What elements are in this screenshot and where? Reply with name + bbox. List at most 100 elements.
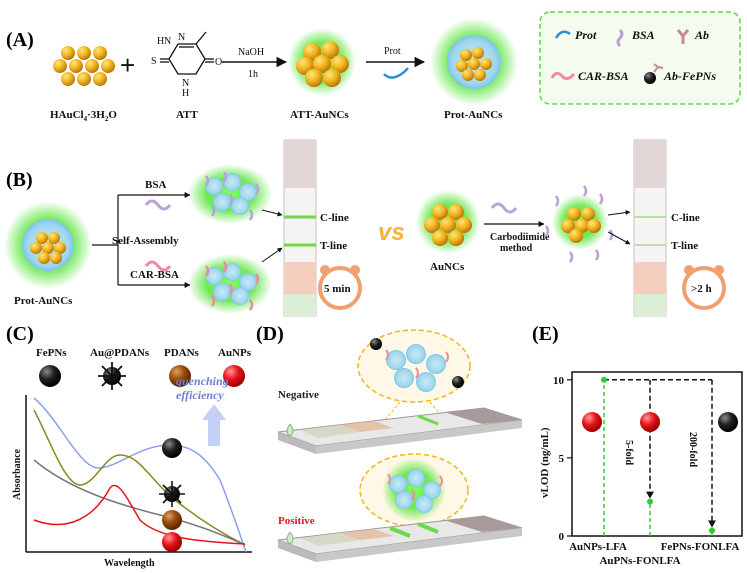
carbodiimide-text-2: method (500, 243, 533, 254)
c-line-label-2: C-line (671, 212, 700, 224)
e-guide-lines (603, 379, 716, 536)
e-ytick-label: 5 (559, 453, 565, 465)
c-line-label-1: C-line (320, 212, 349, 224)
arrow-to-t-line (261, 247, 283, 263)
quenching-text-2: efficiency (176, 388, 224, 402)
panel-a-label: (A) (6, 29, 34, 51)
material-aunps: AuNPs (218, 347, 252, 359)
c-xlabel: Wavelength (104, 558, 155, 569)
e-lod-point-AuNPs-LFA (601, 376, 607, 383)
clock-icon-1 (318, 265, 362, 310)
negative-label: Negative (278, 389, 319, 401)
aunps-marker (162, 532, 182, 552)
arrow-to-c-line (261, 209, 283, 217)
panel-d-label: (D) (256, 323, 284, 345)
e-ytick-label: 0 (559, 531, 565, 543)
arrow-time-label: 1h (248, 69, 258, 80)
car-bsa-icon (144, 260, 172, 272)
material-pdans: PDANs (164, 347, 200, 359)
time-label-2: >2 h (691, 283, 712, 295)
legend-prot: Prot (575, 28, 597, 42)
fepns-sphere (39, 365, 61, 387)
svg-text:H: H (182, 88, 189, 99)
material-au-pdans: Au@PDANs (90, 347, 150, 359)
svg-text:N: N (178, 32, 185, 43)
e-point-AuNPs-LFA (582, 411, 602, 432)
svg-text:S: S (151, 56, 157, 67)
e-plot-frame (571, 371, 743, 537)
panel-b: (B) Prot-AuNCs BSA Self-Assembly CAR-BSA (4, 139, 726, 317)
legend-ab: Ab (694, 28, 709, 42)
e-ytick-label: 10 (553, 375, 565, 387)
c-ylabel: Absorbance (12, 448, 23, 500)
negative-strip (277, 407, 523, 454)
e-guide-arrowhead-1 (646, 491, 654, 499)
panel-c: (C) FePNs Au@PDANs PDANs AuNPs Absorbanc… (6, 323, 252, 569)
prot-aunc-particle-b (4, 201, 92, 289)
e-ylabel: vLOD (ng/mL) (539, 427, 551, 498)
positive-strip (277, 515, 523, 562)
legend-ab-fepns: Ab-FePNs (663, 69, 716, 83)
e-guide-arrowhead-2 (708, 520, 716, 528)
aunc-bsa-conjugate (544, 185, 614, 263)
bsa-icon (144, 199, 172, 211)
car-bsa-legend-icon (550, 71, 576, 81)
panel-c-label: (C) (6, 323, 34, 345)
panel-a: (A) HAuCl4·3H2O + (6, 11, 741, 123)
panel-e-label: (E) (532, 323, 559, 345)
panel-e: (E) vLOD (ng/mL) 0 5 10 AuNPs-LFA AuPNs-FON… (532, 323, 743, 567)
curve-au-pdans (33, 409, 246, 546)
att-atoms: H N N S O N H (151, 32, 222, 99)
att-label: ATT (176, 109, 198, 121)
e-point-AuPNs-FONLFA (640, 411, 660, 432)
aunc-label: AuNCs (430, 261, 465, 273)
curve-aunps (33, 484, 246, 545)
vs-text: vs (378, 219, 405, 246)
time-label-1: 5 min (324, 283, 351, 295)
pdans-sphere (169, 365, 191, 387)
test-strip-1 (283, 139, 317, 317)
ab-legend-icon (676, 29, 690, 44)
branch-lines (92, 192, 191, 288)
fold-label-2: 200-fold (687, 432, 698, 467)
svg-text:N: N (164, 36, 171, 47)
carbodiimide-text-1: Carbodiimide (490, 232, 550, 243)
e-lod-point-FePNs-FONLFA (709, 527, 715, 534)
positive-label: Positive (278, 515, 315, 527)
att-molecule (160, 31, 214, 75)
self-assembly-text: Self-Assembly (112, 235, 179, 247)
test-strip-2 (633, 139, 667, 317)
e-xtick-label: FePNs-FONLFA (661, 541, 740, 553)
car-bsa-assembly (188, 254, 272, 314)
pdans-marker (162, 510, 182, 530)
bsa-icon-2 (490, 202, 518, 214)
bsa-text: BSA (145, 179, 166, 191)
plus-sign: + (120, 50, 135, 80)
positive-zoom-bubble (359, 453, 469, 539)
svg-text:H: H (157, 36, 164, 47)
arrow-naoh-label: NaOH (238, 47, 264, 58)
prot-aunc-label: Prot-AuNCs (444, 109, 503, 121)
curve-pdans (33, 459, 246, 546)
material-fepns: FePNs (36, 347, 67, 359)
aunps-sphere (223, 365, 245, 387)
e-xtick-label: AuNPs-LFA (569, 541, 627, 553)
svg-text:O: O (215, 57, 222, 68)
e-y-ticks: 0 5 10 (553, 375, 572, 543)
prot-aunc-particle (430, 18, 518, 106)
panel-d: (D) Negative (256, 323, 523, 562)
t-line-label-1: T-line (320, 240, 347, 252)
fold-label-1: 5-fold (623, 440, 634, 465)
e-point-FePNs-FONLFA (718, 411, 738, 432)
bsa-legend-icon (616, 28, 624, 48)
legend-bsa: BSA (631, 28, 655, 42)
au-pdans-sphere (98, 362, 126, 390)
e-lod-point-AuPNs-FONLFA (647, 498, 653, 505)
e-xtick-label: AuPNs-FONLFA (599, 555, 680, 567)
legend-box: Prot BSA Ab CAR-BSA Ab-FePNs (539, 11, 741, 105)
negative-zoom-bubble (357, 329, 471, 427)
legend-car-bsa: CAR-BSA (578, 69, 629, 83)
att-aunc-cluster (288, 28, 356, 96)
au-pdans-marker (159, 481, 185, 507)
